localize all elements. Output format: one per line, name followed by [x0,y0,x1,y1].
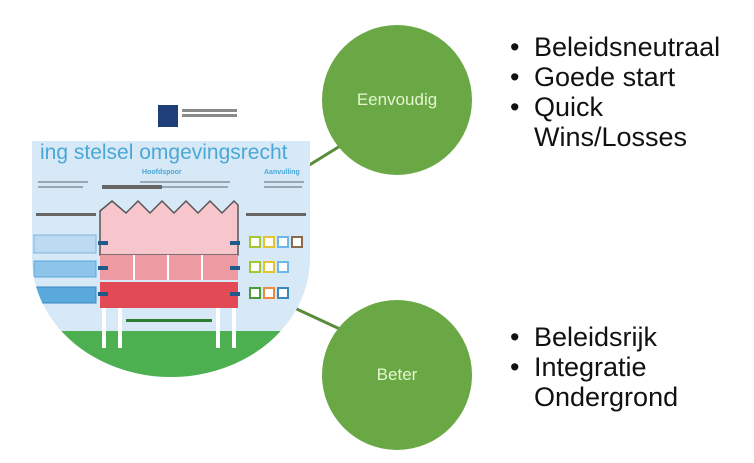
bullet-list-beter: Beleidsrijk Integratie Ondergrond [508,322,714,412]
infographic-image: ing stelsel omgevingsrecht Hoofdspoor Aa… [30,95,315,380]
node-beter: Beter [322,300,472,450]
base-row [100,282,238,308]
right-trains [230,213,306,299]
ministry-name [182,109,237,112]
text-line [264,181,304,183]
text-line [140,181,230,183]
building-illustration [32,185,310,377]
bullet-item: Beleidsrijk [508,322,714,352]
infographic-title: ing stelsel omgevingsrecht [40,141,288,164]
left-trains [33,213,108,304]
infographic-disc: ing stelsel omgevingsrecht Hoofdspoor Aa… [32,141,310,377]
bullet-item: Quick Wins/Losses [508,92,694,152]
text-line [38,181,88,183]
section-main-label: Hoofdspoor [142,169,182,176]
section-right-label: Aanvulling [264,169,300,176]
node-label: Beter [376,365,418,384]
roof [99,199,239,256]
bullet-item: Goede start [508,62,720,92]
platform-label-bar [126,319,212,322]
bullet-item: Beleidsneutraal [508,32,720,62]
connector-beter [287,303,343,332]
text-line [264,186,302,188]
node-eenvoudig: Eenvoudig [322,25,472,175]
ground [32,331,310,377]
node-label: Eenvoudig [356,90,438,109]
bullet-item: Integratie Ondergrond [508,352,714,412]
bullet-list-eenvoudig: Beleidsneutraal Goede start Quick Wins/L… [508,32,720,152]
text-line [38,186,83,188]
ministry-logo [158,105,178,127]
text-line [140,186,228,188]
pylon [102,185,162,189]
